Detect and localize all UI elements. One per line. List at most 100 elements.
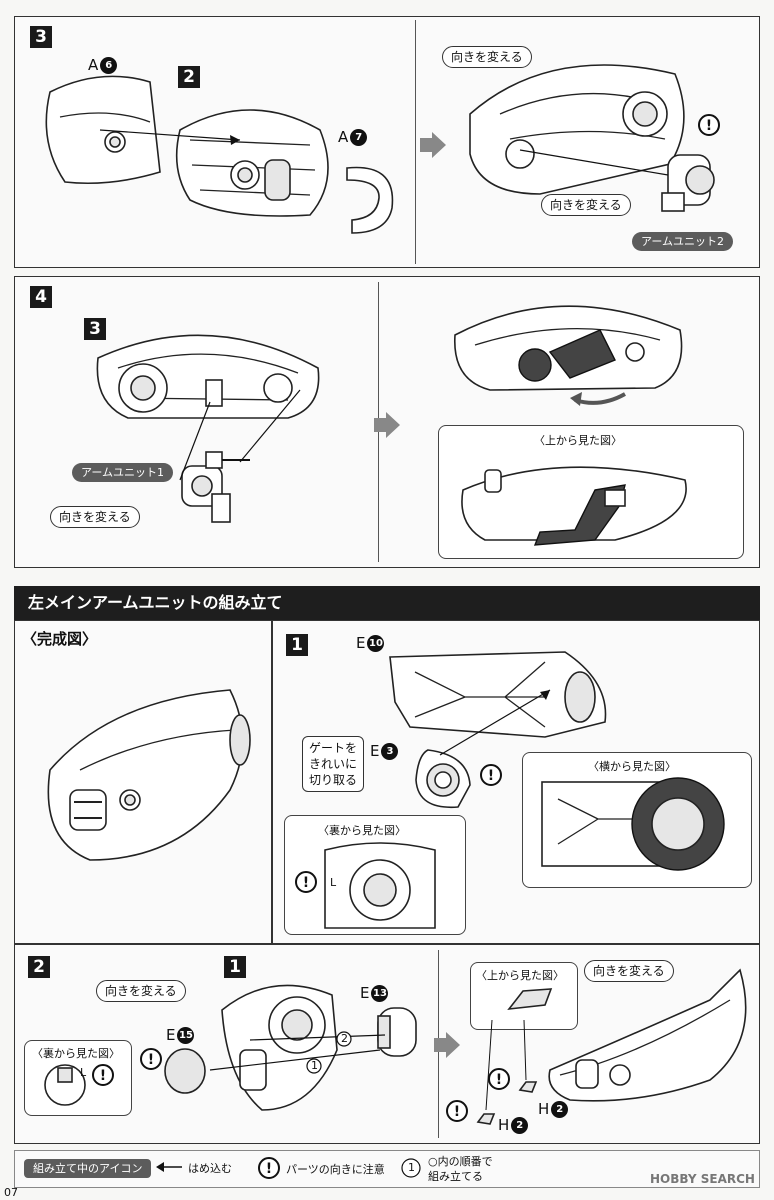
side-view-drawing [541, 777, 725, 871]
mark-l-l2: L [80, 1066, 87, 1079]
part-number-badge: 7 [350, 128, 368, 146]
arm-unit-1-label: アームユニット1 [72, 463, 174, 482]
part-label-a7: A 7 [338, 128, 368, 146]
part-number-badge: 6 [100, 56, 118, 74]
caution-icon: ! [258, 1157, 280, 1179]
cap-part-a7 [346, 166, 394, 234]
step4-sub-step: 3 [84, 318, 106, 340]
next-arrow [420, 132, 446, 158]
arm-shell-step4 [96, 334, 320, 419]
part-number-badge: 3 [381, 742, 399, 760]
back-view-drawing-l2 [44, 1064, 86, 1106]
legend-order-icon: 1 [408, 1161, 415, 1174]
part-number-badge: 10 [367, 634, 385, 652]
arm-body-part [175, 109, 329, 217]
part-label-e3: E 3 [370, 742, 399, 760]
legend-snap-in: はめ込む [188, 1162, 232, 1175]
change-direction-label: 向きを変える [442, 46, 532, 68]
stepL1-number: 1 [286, 634, 308, 656]
part-label-e13: E 13 [360, 984, 389, 1002]
small-part-h2 [518, 1081, 538, 1093]
gate-note-line-2: きれいに [309, 757, 358, 771]
snap-in-arrow-icon [156, 1162, 182, 1172]
legend-order-text-1: ○内の順番で [428, 1155, 493, 1168]
stepL2-number: 2 [28, 956, 50, 978]
caution-icon: ! [92, 1064, 114, 1086]
part-letter: A [88, 56, 99, 74]
insert-line [179, 389, 301, 481]
section-title: 左メインアームユニットの組み立て [14, 586, 760, 620]
cap-part-e15 [164, 1048, 206, 1094]
change-direction-label: 向きを変える [96, 980, 186, 1002]
completed-arm-drawing [47, 689, 251, 861]
next-arrow [374, 412, 400, 438]
arm-unit-1-part [181, 451, 250, 523]
order-2-label: 2 [341, 1032, 348, 1045]
part-label-e15: E 15 [166, 1026, 195, 1044]
change-direction-label: 向きを変える [541, 194, 631, 216]
order-badge-2 [336, 1031, 352, 1047]
part-number-badge: 2 [511, 1116, 529, 1134]
caution-icon: ! [140, 1048, 162, 1070]
page-number: 07 [4, 1186, 18, 1199]
step3-sub-step: 2 [178, 66, 200, 88]
order-1-label: 1 [311, 1059, 318, 1072]
disc-part-e3 [415, 749, 471, 809]
legend-order-text-2: 組み立てる [428, 1170, 483, 1183]
stepL2-sub-step: 1 [224, 956, 246, 978]
mark-l: L [330, 876, 337, 889]
part-letter: H [538, 1100, 550, 1118]
gate-note-line-1: ゲートを [309, 741, 358, 755]
assembly-line [99, 129, 241, 145]
caution-icon: ! [446, 1100, 468, 1122]
part-label-a6: A 6 [88, 56, 118, 74]
back-view-title-l2: 〈裏から見た図〉 [32, 1047, 120, 1060]
part-letter: E [360, 984, 370, 1002]
part-number-badge: 15 [177, 1026, 195, 1044]
caution-icon: ! [488, 1068, 510, 1090]
insert-line [439, 689, 551, 756]
part-label-h2: H 2 [538, 1100, 569, 1118]
part-letter: E [166, 1026, 176, 1044]
top-view-title-l2: 〈上から見た図〉 [476, 969, 564, 982]
back-view-drawing [324, 842, 436, 929]
insert-line [519, 149, 669, 176]
rotate-arrow [570, 392, 626, 406]
part-number-badge: 2 [551, 1100, 569, 1118]
back-view-title: 〈裏から見た図〉 [318, 824, 406, 837]
next-arrow [434, 1032, 460, 1058]
arm-unit-2-part [661, 154, 715, 212]
part-label-e10: E 10 [356, 634, 385, 652]
change-direction-label: 向きを変える [50, 506, 140, 528]
gate-note: ゲートを きれいに 切り取る [302, 736, 365, 792]
change-direction-label: 向きを変える [584, 960, 674, 982]
part-letter: E [370, 742, 380, 760]
gate-note-line-3: 切り取る [309, 773, 358, 787]
caution-icon: ! [698, 114, 720, 136]
step3-number: 3 [30, 26, 52, 48]
small-part-h2 [476, 1113, 496, 1125]
caution-icon: ! [480, 764, 502, 786]
frame-part-e10 [389, 651, 607, 738]
assembled-arm-step3 [469, 64, 685, 195]
part-label-h2: H 2 [498, 1116, 529, 1134]
step3-divider [415, 20, 416, 264]
legend-icons-title: 組み立て中のアイコン [24, 1159, 152, 1178]
completed-label: 〈完成図〉 [22, 630, 98, 648]
arm-unit-2-label: アームユニット2 [632, 232, 734, 251]
part-number-badge: 13 [371, 984, 389, 1002]
top-view-drawing-l2 [507, 988, 553, 1011]
legend-warn-direction: パーツの向きに注意 [286, 1163, 385, 1176]
step4-number: 4 [30, 286, 52, 308]
assembled-arm-l2 [548, 968, 747, 1102]
top-view-drawing [461, 466, 687, 546]
side-view-title: 〈横から見た図〉 [588, 760, 676, 773]
cap-part-e13 [377, 1007, 417, 1057]
part-letter: E [356, 634, 366, 652]
assembled-arm-step4 [454, 305, 683, 391]
top-view-title: 〈上から見た図〉 [534, 434, 622, 447]
watermark: HOBBY SEARCH [650, 1172, 755, 1186]
